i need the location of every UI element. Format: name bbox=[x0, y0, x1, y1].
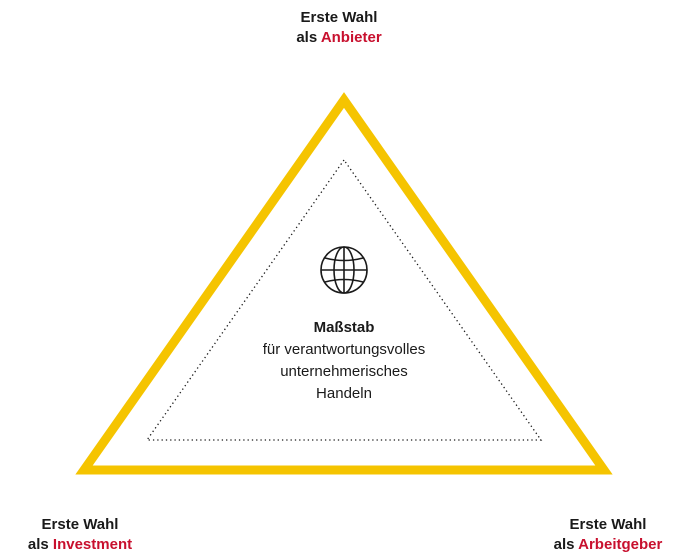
outer-triangle bbox=[75, 92, 613, 475]
corner-right-accent: Arbeitgeber bbox=[578, 536, 663, 553]
center-line-3: Handeln bbox=[316, 385, 372, 402]
corner-top-accent: Anbieter bbox=[320, 29, 382, 46]
corner-label-top: Erste Wahl als Anbieter bbox=[239, 8, 439, 48]
corner-top-line1: Erste Wahl bbox=[300, 9, 378, 26]
center-block: Maßstab für verantwortungsvolles unterne… bbox=[194, 245, 494, 405]
corner-right-line1: Erste Wahl bbox=[569, 516, 647, 533]
corner-label-right: Erste Wahl als Arbeitgeber bbox=[518, 515, 678, 555]
corner-top-prefix: als bbox=[296, 29, 321, 46]
globe-icon bbox=[319, 245, 369, 295]
center-line-2: unternehmerisches bbox=[280, 363, 408, 380]
corner-top-line2: als Anbieter bbox=[239, 28, 439, 48]
corner-left-line2: als Investment bbox=[0, 535, 170, 555]
corner-left-accent: Investment bbox=[52, 536, 133, 553]
center-line-1: für verantwortungsvolles bbox=[262, 341, 426, 358]
corner-label-left: Erste Wahl als Investment bbox=[0, 515, 170, 555]
corner-left-line1: Erste Wahl bbox=[41, 516, 119, 533]
center-title: Maßstab bbox=[313, 319, 375, 336]
corner-right-line2: als Arbeitgeber bbox=[518, 535, 678, 555]
inner-dotted-triangle bbox=[145, 158, 543, 441]
corner-right-prefix: als bbox=[553, 536, 579, 553]
corner-left-prefix: als bbox=[27, 536, 53, 553]
